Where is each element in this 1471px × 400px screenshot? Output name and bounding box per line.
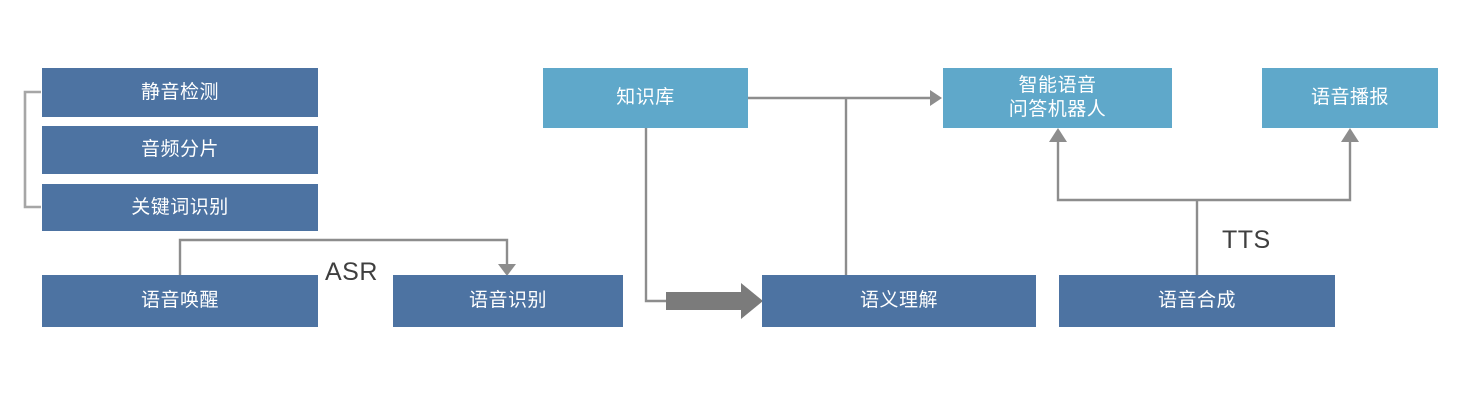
node-qa-robot[interactable]: 智能语音 问答机器人 bbox=[943, 68, 1172, 128]
tts-connector-line bbox=[1056, 142, 1352, 275]
node-speech-recognition[interactable]: 语音识别 bbox=[393, 275, 623, 327]
node-semantic-understanding[interactable]: 语义理解 bbox=[762, 275, 1036, 327]
kb-to-robot-arrowhead-icon bbox=[930, 90, 942, 106]
tts-left-arrowhead-icon bbox=[1049, 128, 1067, 142]
semantic-input-block-arrow-icon bbox=[666, 283, 763, 319]
edge-label-asr: ASR bbox=[325, 258, 378, 286]
tts-right-arrowhead-icon bbox=[1341, 128, 1359, 142]
node-audio-segmentation[interactable]: 音频分片 bbox=[42, 126, 318, 174]
node-silence-detection[interactable]: 静音检测 bbox=[42, 68, 318, 117]
edge-label-tts: TTS bbox=[1222, 226, 1271, 254]
node-knowledge-base[interactable]: 知识库 bbox=[543, 68, 748, 128]
node-voice-wakeup[interactable]: 语音唤醒 bbox=[42, 275, 318, 327]
node-keyword-spotting[interactable]: 关键词识别 bbox=[42, 184, 318, 231]
kb-bottom-to-semantic-line bbox=[644, 128, 672, 303]
node-speech-synthesis[interactable]: 语音合成 bbox=[1059, 275, 1335, 327]
node-voice-broadcast[interactable]: 语音播报 bbox=[1262, 68, 1438, 128]
left-group-bracket bbox=[23, 90, 41, 209]
